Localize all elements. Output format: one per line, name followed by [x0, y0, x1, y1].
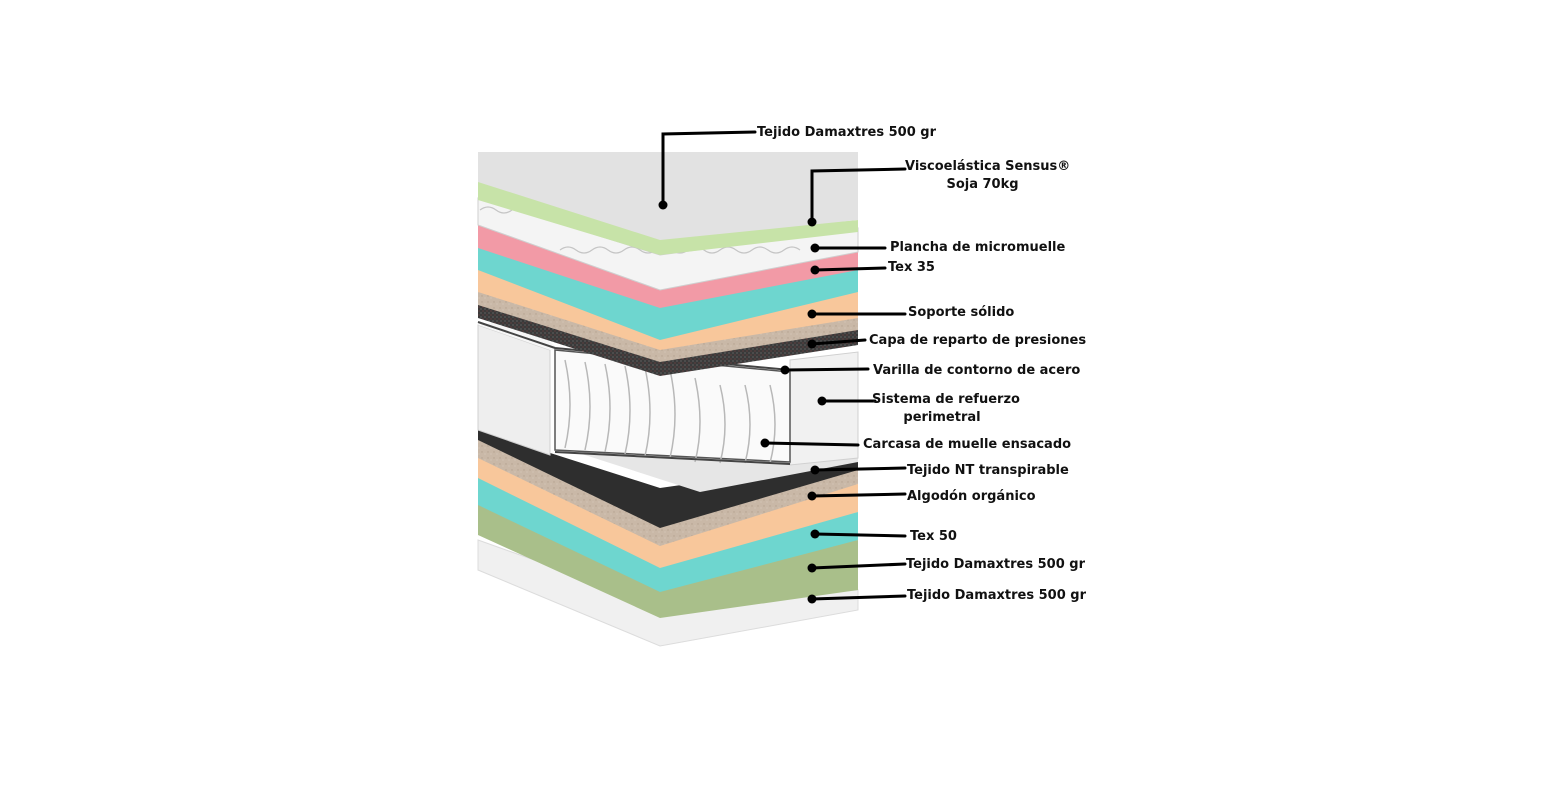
label-visco: Viscoelástica Sensus® Soja 70kg	[905, 158, 1071, 194]
mattress-cross-section	[477, 152, 859, 647]
label-visco-line-2: Soja 70kg	[946, 177, 1019, 192]
layer-tex-teal	[478, 245, 858, 340]
layer-soporte	[478, 268, 858, 350]
layer-tex35	[478, 222, 858, 308]
leader-lines	[661, 130, 907, 601]
label-micro: Plancha de micromuelle	[890, 240, 1066, 255]
leader-visco	[810, 167, 907, 224]
label-bottom-fabric-2: Tejido Damaxtres 500 gr	[907, 588, 1086, 603]
leader-tex35	[813, 266, 887, 272]
layer-nt	[560, 425, 858, 492]
label-refuerzo-line-2: perimetral	[903, 410, 981, 425]
layer-tex50	[478, 475, 858, 592]
label-carcasa: Carcasa de muelle ensacado	[863, 437, 1072, 452]
label-tex50: Tex 50	[910, 529, 957, 544]
layer-bottom-fabric-1	[478, 502, 858, 618]
label-top-fabric: Tejido Damaxtres 500 gr	[757, 125, 936, 140]
dot-top-fabric	[658, 200, 668, 210]
dot-tex50	[810, 529, 820, 539]
layer-capa-beige	[478, 290, 858, 362]
dot-tex35	[810, 265, 820, 275]
dot-soporte	[807, 309, 817, 319]
leader-tex50	[813, 532, 907, 538]
layer-soporte-bottom	[478, 450, 858, 568]
leader-top-fabric	[661, 130, 757, 207]
label-nt: Tejido NT transpirable	[907, 463, 1069, 478]
leader-bottom-1	[810, 562, 907, 570]
dot-bottom-1	[807, 563, 817, 573]
label-tex35: Tex 35	[888, 260, 935, 275]
label-refuerzo-line-1: Sistema de refuerzo	[872, 392, 1020, 407]
leader-varilla	[783, 367, 870, 372]
layer-top-fabric	[478, 152, 858, 240]
layer-visco	[478, 180, 858, 255]
dot-carcasa	[760, 438, 770, 448]
leader-bottom-2	[810, 594, 907, 601]
label-soporte: Soporte sólido	[908, 305, 1015, 320]
dot-refuerzo	[817, 396, 827, 406]
layer-nt-dark	[478, 430, 858, 528]
leader-dots	[658, 200, 827, 604]
leader-capa	[810, 338, 867, 346]
leader-carcasa	[763, 441, 860, 447]
dot-capa	[807, 339, 817, 349]
label-refuerzo: Sistema de refuerzo perimetral	[872, 391, 1020, 427]
dot-varilla	[780, 365, 790, 375]
pocket-springs	[564, 359, 776, 464]
label-bottom-fabric-1: Tejido Damaxtres 500 gr	[906, 557, 1085, 572]
label-algodon: Algodón orgánico	[907, 489, 1036, 504]
label-visco-line-1: Viscoelástica Sensus®	[905, 159, 1071, 174]
dot-visco	[807, 217, 817, 227]
dot-micro	[810, 243, 820, 253]
dot-bottom-2	[807, 594, 817, 604]
label-varilla: Varilla de contorno de acero	[873, 363, 1081, 378]
leader-nt	[813, 466, 907, 472]
dot-nt	[810, 465, 820, 475]
dot-algodon	[807, 491, 817, 501]
leader-algodon	[810, 492, 907, 498]
label-capa: Capa de reparto de presiones	[869, 333, 1087, 348]
layer-capa	[478, 300, 858, 376]
